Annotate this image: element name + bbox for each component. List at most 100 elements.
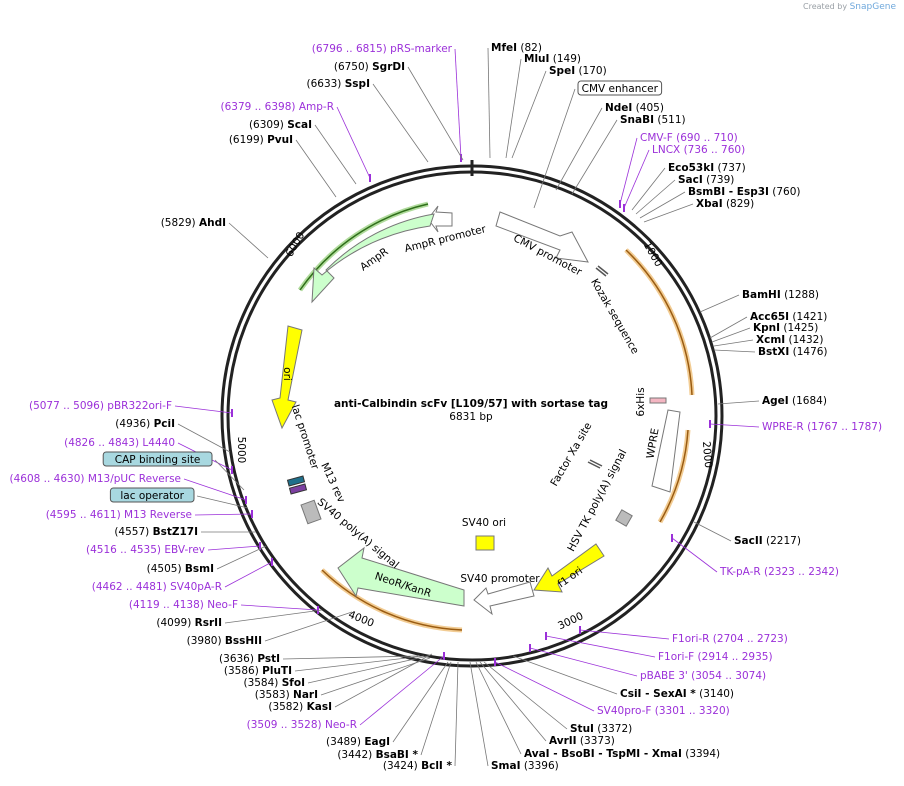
site-tk-pa-r: TK-pA-R (2323 .. 2342) (671, 534, 839, 578)
site-l4440: (4826 .. 4843) L4440 (64, 437, 233, 474)
feature-lac-box (286, 475, 306, 487)
site-pbr322ori-f: (5077 .. 5096) pBR322ori-F (29, 400, 233, 417)
feature-wpre (651, 409, 681, 493)
svg-text:(3583) NarI: (3583) NarI (255, 689, 318, 701)
svg-text:(6796 .. 6815) pRS-marker: (6796 .. 6815) pRS-marker (312, 43, 453, 55)
svg-text:BamHI (1288): BamHI (1288) (742, 289, 819, 301)
svg-text:(4557) BstZ17I: (4557) BstZ17I (114, 526, 198, 538)
site-pbabe-3: pBABE 3' (3054 .. 3074) (529, 644, 766, 682)
svg-text:(3582) KasI: (3582) KasI (268, 701, 332, 713)
svg-text:SacI (739): SacI (739) (678, 174, 734, 186)
feature-label-ori: ori (281, 367, 293, 381)
svg-text:(3509 .. 3528) Neo-R: (3509 .. 3528) Neo-R (247, 719, 357, 731)
site-avrii: AvrII (3373) (479, 661, 615, 747)
svg-text:lac operator: lac operator (120, 490, 184, 502)
site-xcmi: XcmI (1432) (713, 334, 823, 347)
site-sgrdi: (6750) SgrDI (334, 61, 464, 161)
ring-tick-2000: 2000 (700, 441, 714, 469)
site-cmv-f: CMV-F (690 .. 710) (619, 132, 738, 208)
site-labels: (6796 .. 6815) pRS-marker (6750) SgrDI (66… (9, 42, 882, 772)
svg-text:(4462 .. 4481) SV40pA-R: (4462 .. 4481) SV40pA-R (92, 581, 222, 593)
svg-text:(4826 .. 4843) L4440: (4826 .. 4843) L4440 (64, 437, 175, 449)
svg-text:AvaI - BsoBI - TspMI - XmaI (: AvaI - BsoBI - TspMI - XmaI (3394) (524, 748, 720, 760)
svg-text:AgeI (1684): AgeI (1684) (762, 395, 827, 407)
site-sacii: SacII (2217) (693, 521, 801, 547)
ring-tick-6000: 6000 (284, 230, 308, 259)
ring-tick-5000: 5000 (235, 437, 247, 464)
feature-hsv-tk-box (615, 509, 633, 527)
site-bsabi: (3442) BsaBI * (337, 661, 452, 761)
svg-text:SV40pro-F (3301 .. 3320): SV40pro-F (3301 .. 3320) (597, 705, 730, 717)
svg-text:KpnI (1425): KpnI (1425) (753, 322, 818, 334)
site-wpre-r: WPRE-R (1767 .. 1787) (709, 420, 882, 433)
site-cmv-enhancer: CMV enhancer (533, 80, 663, 209)
svg-text:(3584) SfoI: (3584) SfoI (243, 677, 305, 689)
svg-text:(3586) PluTI: (3586) PluTI (224, 665, 292, 677)
svg-text:WPRE-R (1767 .. 1787): WPRE-R (1767 .. 1787) (762, 421, 882, 433)
svg-text:Acc65I (1421): Acc65I (1421) (750, 311, 827, 323)
svg-text:(6633) SspI: (6633) SspI (306, 78, 370, 90)
site-rsrii: (4099) RsrII (156, 609, 323, 629)
site-sv40pa-r: (4462 .. 4481) SV40pA-R (92, 558, 273, 593)
feature-cmv-promoter (495, 211, 589, 263)
site-lac-operator: lac operator (109, 487, 249, 509)
svg-text:BsmBI - Esp3I (760): BsmBI - Esp3I (760) (688, 186, 801, 198)
svg-text:CMV enhancer: CMV enhancer (582, 83, 659, 95)
feature-f1-ori (533, 543, 605, 593)
svg-text:XcmI (1432): XcmI (1432) (756, 334, 823, 346)
feature-sv40-ori-box (475, 535, 495, 551)
site-bsmbi-esp3i: BsmBI - Esp3I (760) (639, 186, 801, 219)
svg-text:(5077 .. 5096) pBR322ori-F: (5077 .. 5096) pBR322ori-F (29, 400, 172, 412)
orf-track-cmv (624, 248, 695, 396)
site-eagi: (3489) EagI (326, 661, 449, 748)
site-cap-binding-site: CAP binding site (102, 451, 245, 491)
site-lncx: LNCX (736 .. 760) (623, 144, 745, 212)
site-m13-reverse: (4595 .. 4611) M13 Reverse (46, 509, 253, 521)
site-stui: StuI (3372) (483, 661, 632, 735)
snapgene-brand: SnapGene (849, 2, 896, 12)
site-psti: (3636) PstI (219, 653, 419, 665)
svg-text:TK-pA-R (2323 .. 2342): TK-pA-R (2323 .. 2342) (719, 566, 839, 578)
feature-ampr-promoter (427, 205, 453, 233)
site-sspi: (6633) SspI (306, 78, 429, 163)
svg-text:(6750) SgrDI: (6750) SgrDI (334, 61, 405, 73)
credit-prefix: Created by (803, 2, 848, 11)
site-bsshii: (3980) BssHII (187, 611, 353, 647)
svg-text:pBABE 3' (3054 .. 3074): pBABE 3' (3054 .. 3074) (640, 670, 766, 682)
site-f1ori-r: F1ori-R (2704 .. 2723) (579, 626, 788, 645)
site-snabi: SnaBI (511) (571, 114, 686, 195)
svg-text:F1ori-F (2914 .. 2935): F1ori-F (2914 .. 2935) (658, 651, 773, 663)
site-neo-f: (4119 .. 4138) Neo-F (129, 599, 319, 614)
site-mlui: MluI (149) (505, 53, 581, 159)
svg-text:CMV-F (690 .. 710): CMV-F (690 .. 710) (640, 132, 738, 144)
svg-text:MluI (149): MluI (149) (524, 53, 581, 65)
feature-label-sv40-promoter: SV40 promoter (460, 573, 540, 585)
site-pluti: (3586) PluTI (224, 655, 425, 677)
site-amp-r: (6379 .. 6398) Amp-R (221, 101, 371, 182)
site-f1ori-f: F1ori-F (2914 .. 2935) (545, 632, 773, 663)
site-kasi: (3582) KasI (268, 653, 433, 713)
svg-text:SpeI (170): SpeI (170) (549, 65, 607, 77)
feature-label-wpre: WPRE (644, 427, 661, 459)
svg-text:(4516 .. 4535) EBV-rev: (4516 .. 4535) EBV-rev (86, 544, 205, 556)
site-kpni: KpnI (1425) (711, 322, 818, 343)
site-bsmi: (4505) BsmI (147, 545, 267, 575)
feature-6xhis-box (649, 397, 667, 404)
site-prs-marker: (6796 .. 6815) pRS-marker (312, 43, 462, 162)
site-bstxi: BstXI (1476) (713, 346, 828, 358)
site-ebv-rev: (4516 .. 4535) EBV-rev (86, 542, 261, 556)
feature-label-6xhis: 6xHis (635, 387, 647, 416)
svg-text:BstXI (1476): BstXI (1476) (758, 346, 828, 358)
site-agei: AgeI (1684) (717, 395, 827, 407)
site-nari: (3583) NarI (255, 657, 431, 701)
svg-text:Eco53kI (737): Eco53kI (737) (668, 162, 746, 174)
svg-text:(4608 .. 4630) M13/pUC Revers: (4608 .. 4630) M13/pUC Reverse (9, 473, 181, 485)
svg-text:CAP binding site: CAP binding site (115, 454, 201, 466)
site-bstz17i: (4557) BstZ17I (114, 526, 256, 538)
svg-text:(3980) BssHII: (3980) BssHII (187, 635, 262, 647)
feature-sv40-promoter (473, 581, 535, 616)
svg-text:(4936) PciI: (4936) PciI (115, 418, 175, 430)
site-acc65i: Acc65I (1421) (709, 311, 827, 339)
svg-text:SmaI (3396): SmaI (3396) (491, 760, 559, 772)
